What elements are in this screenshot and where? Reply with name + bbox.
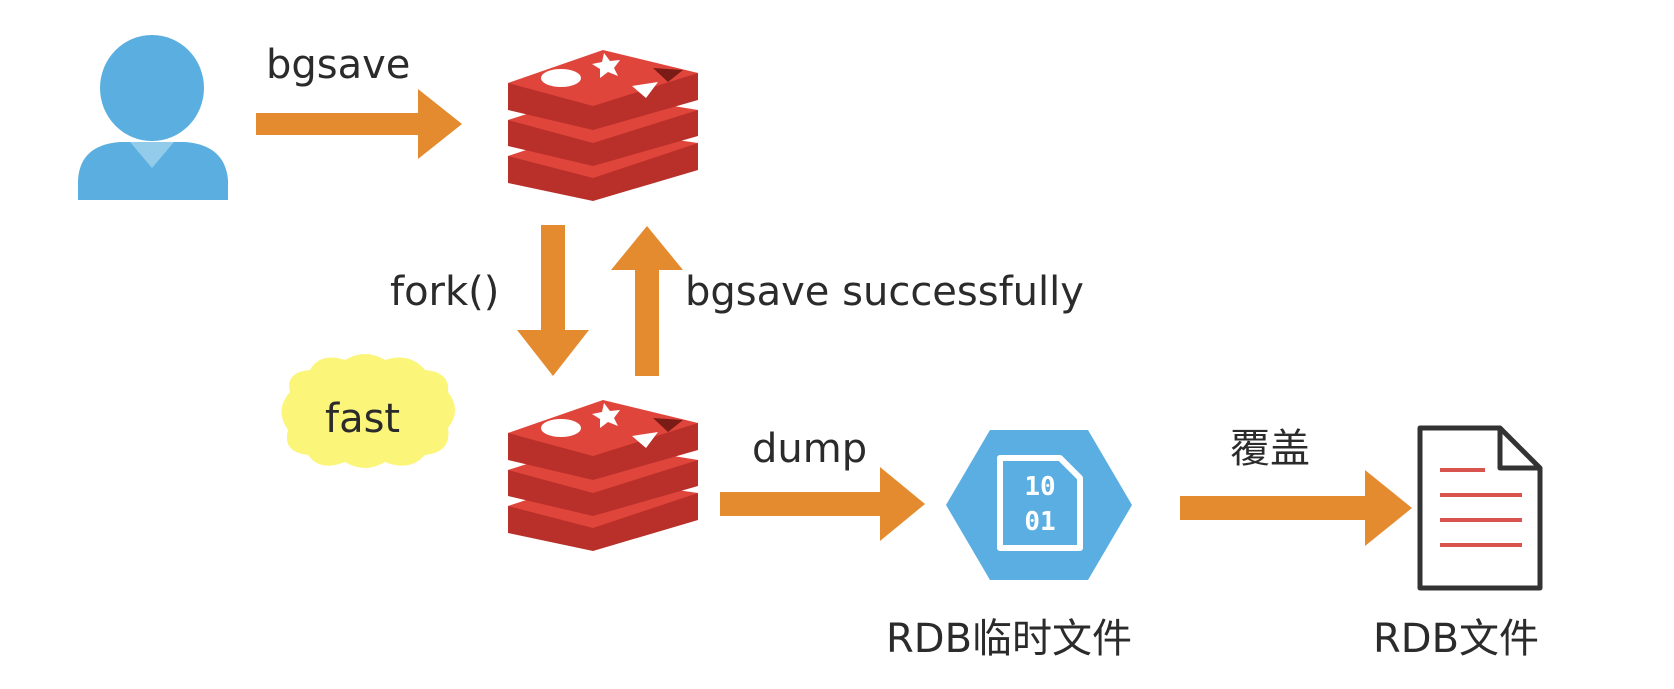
success-arrow-up bbox=[611, 226, 683, 376]
fast-label: fast bbox=[325, 396, 400, 442]
overwrite-arrow bbox=[1180, 470, 1412, 546]
dump-arrow bbox=[720, 467, 925, 541]
rdb-file-label: RDB文件 bbox=[1373, 616, 1539, 662]
binary-bottom-text: 01 bbox=[1024, 507, 1055, 537]
user-icon bbox=[78, 35, 228, 200]
binary-top-text: 10 bbox=[1024, 472, 1055, 502]
bgsave-label: bgsave bbox=[266, 42, 410, 88]
binary-file-hexagon-icon: 10 01 bbox=[946, 430, 1132, 580]
fork-label: fork() bbox=[390, 269, 499, 315]
fork-arrow-down bbox=[517, 225, 589, 376]
dump-label: dump bbox=[752, 426, 867, 472]
document-icon bbox=[1417, 425, 1543, 591]
redis-child-icon bbox=[508, 400, 698, 551]
fast-bubble bbox=[281, 354, 455, 468]
temp-file-label: RDB临时文件 bbox=[886, 616, 1132, 662]
overwrite-label: 覆盖 bbox=[1230, 426, 1310, 472]
redis-parent-icon bbox=[508, 50, 698, 201]
bgsave-success-label: bgsave successfully bbox=[685, 269, 1084, 315]
bgsave-arrow bbox=[256, 89, 462, 159]
